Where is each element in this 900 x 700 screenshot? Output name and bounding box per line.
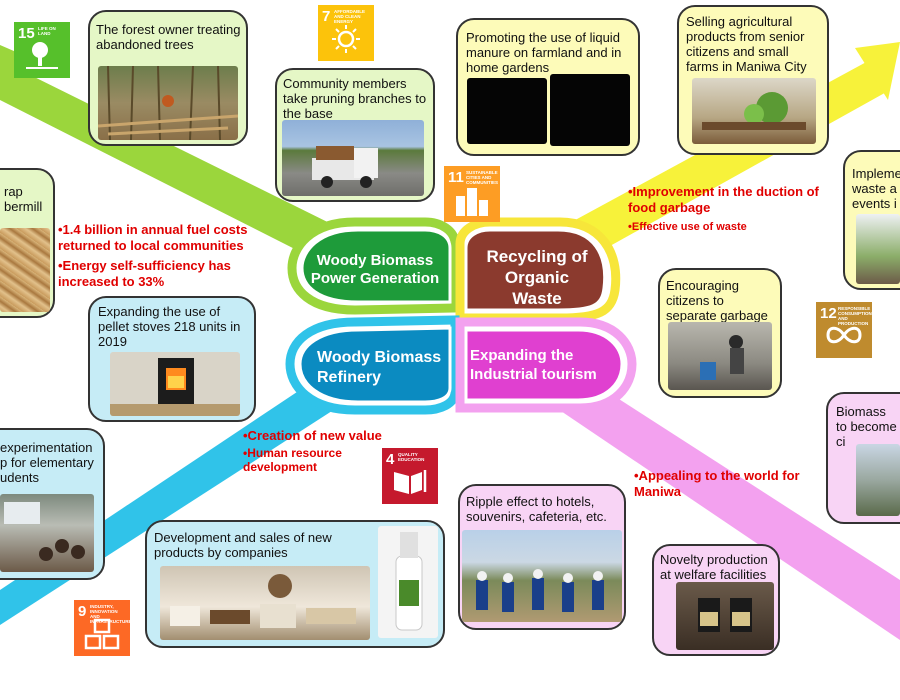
liquid-manure-photo-1: [467, 78, 547, 144]
sdg11-icon: 11 SUSTAINABLE CITIES AND COMMUNITIES: [444, 166, 500, 222]
pellet-stove-photo: [110, 352, 240, 416]
ripple-text: Ripple effect to hotels, souvenirs, cafe…: [466, 494, 607, 524]
selling-text: Selling agricultural products from senio…: [686, 14, 807, 74]
separate-text: Encouraging citizens to separate garbage: [666, 278, 768, 323]
spray-bottle-photo: [378, 526, 438, 638]
implement-text: Impleme waste a events i: [852, 166, 900, 211]
result-energy: •Energy self-sufficiency has increased t…: [58, 258, 231, 289]
industrial-tourism-label: Expanding the Industrial tourism: [470, 347, 597, 383]
pink-arrow: [515, 345, 900, 640]
sdg7-icon: 7 AFFORDABLE AND CLEAN ENERGY: [318, 5, 374, 61]
separate-photo: [668, 322, 772, 390]
liquid-manure-text: Promoting the use of liquid manure on fa…: [466, 30, 622, 75]
tour-photo: [462, 530, 622, 622]
liquid-manure-photo-2: [550, 74, 630, 146]
result-new-value: •Creation of new value: [243, 428, 382, 443]
pellet-text: Expanding the use of pellet stoves 218 u…: [98, 304, 241, 349]
events-photo: [856, 214, 900, 284]
pruning-text: Community members take pruning branches …: [283, 76, 427, 121]
sdg15-icon: 15 LIFE ON LAND: [14, 22, 70, 78]
woody-power-label: Woody Biomass Power Generation: [310, 252, 440, 287]
wood-chips-photo: [0, 228, 50, 312]
forest-photo: [98, 66, 238, 140]
novelty-text: Novelty production at welfare facilities: [660, 552, 768, 582]
sdg9-icon: 9 INDUSTRY, INNOVATION AND INFRASTRUCTUR…: [74, 600, 132, 656]
products-text: Development and sales of new products by…: [154, 530, 332, 560]
result-food-garbage: •Improvement in the duction of food garb…: [628, 184, 819, 215]
yellow-arrowhead: [855, 42, 900, 100]
result-appealing: •Appealing to the world for Maniwa: [634, 468, 800, 499]
scrap-text: rap bermill: [4, 184, 43, 214]
result-fuel-costs: •1.4 billion in annual fuel costs return…: [58, 222, 248, 253]
biomass-city-text: Biomass to become ci: [836, 404, 897, 449]
result-waste: •Effective use of waste: [628, 221, 747, 233]
experimentation-text: experimentation p for elementary udents: [0, 440, 94, 485]
woody-refinery-label: Woody Biomass Refinery: [317, 349, 442, 386]
products-photo: [160, 566, 370, 640]
organic-waste-label: Recycling of Organic Waste: [486, 247, 588, 308]
truck-photo: [282, 120, 424, 196]
vegetables-photo: [692, 78, 816, 144]
result-hr: •Human resource development: [243, 446, 342, 474]
classroom-photo: [0, 494, 94, 572]
sdg12-icon: 12 RESPONSIBLE CONSUMPTION AND PRODUCTIO…: [816, 302, 872, 358]
forest-owner-text: The forest owner treating abandoned tree…: [96, 22, 241, 52]
sdg4-icon: 4 QUALITY EDUCATION: [382, 448, 438, 504]
biomass-city-photo: [856, 444, 900, 516]
novelty-photo: [676, 582, 774, 650]
